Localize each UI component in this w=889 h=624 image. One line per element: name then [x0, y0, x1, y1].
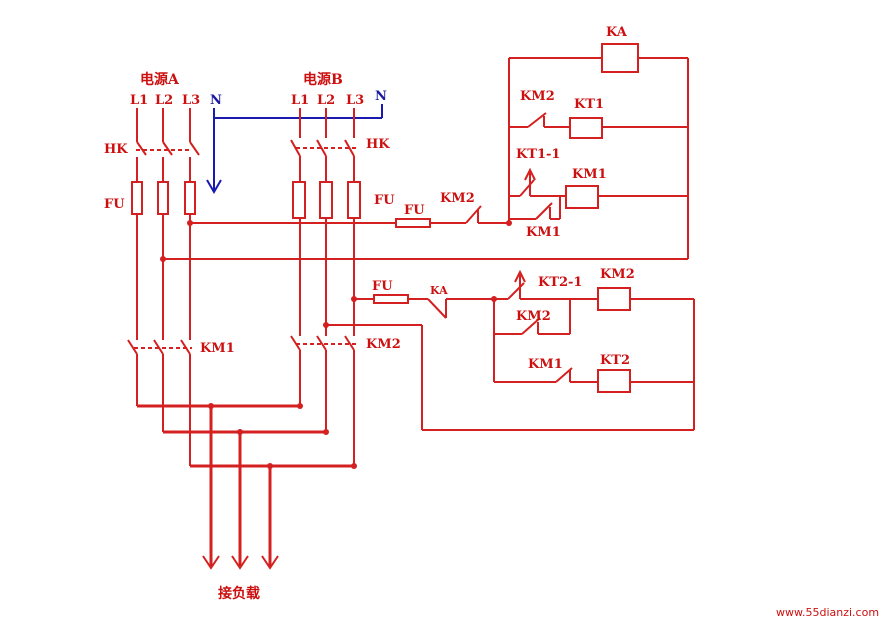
fu-b-label: FU	[374, 193, 395, 208]
kt1-coil-label: KT1	[574, 97, 604, 112]
source-a-l2-label: L2	[155, 93, 173, 108]
source-a-neutral-label: N	[210, 93, 222, 108]
load-label: 接负载	[218, 585, 260, 602]
kt2-1-label: KT2-1	[538, 275, 582, 290]
kt1-1-label: KT1-1	[516, 147, 560, 162]
km1-main-label: KM1	[200, 341, 235, 356]
ka-nc-label: KA	[430, 284, 448, 297]
load-buses	[137, 403, 357, 570]
source-b-phase-wires	[290, 108, 361, 466]
km1-interlock-label: KM1	[528, 357, 563, 372]
km2-seal-label: KM2	[516, 309, 551, 324]
source-b-label: 电源B	[303, 71, 343, 88]
source-b-l2-label: L2	[317, 93, 335, 108]
source-a-l3-label: L3	[182, 93, 200, 108]
hk-a-label: HK	[104, 142, 128, 157]
km2-coil-label: KM2	[600, 267, 635, 282]
km1-seal-label: KM1	[526, 225, 561, 240]
watermark: www.55dianzi.com	[776, 606, 879, 619]
source-b-l1-label: L1	[291, 93, 309, 108]
km2-control-nc-label: KM2	[440, 191, 475, 206]
km2-nc-label: KM2	[520, 89, 555, 104]
km2-main-label: KM2	[366, 337, 401, 352]
hk-b-label: HK	[366, 137, 390, 152]
fu-a-label: FU	[104, 197, 125, 212]
ka-coil-label: KA	[606, 25, 628, 40]
source-a-label: 电源A	[140, 71, 180, 88]
kt2-coil-label: KT2	[600, 353, 630, 368]
fu-control-a-label: FU	[404, 203, 425, 218]
control-circuit-a	[160, 43, 689, 262]
control-circuit-b	[323, 269, 695, 431]
source-b-neutral-label: N	[375, 89, 387, 104]
km1-coil-label: KM1	[572, 167, 607, 182]
source-a-l1-label: L1	[130, 93, 148, 108]
source-b-l3-label: L3	[346, 93, 364, 108]
fu-control-b-label: FU	[372, 279, 393, 294]
source-a-phase-wires	[127, 108, 200, 466]
